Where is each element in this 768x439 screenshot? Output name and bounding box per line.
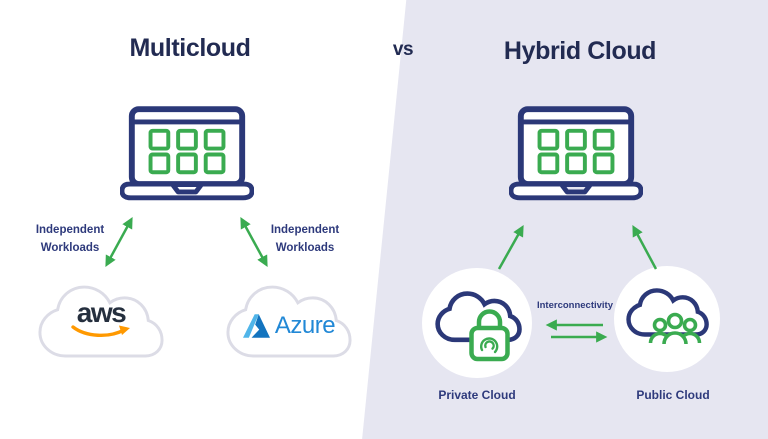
interconnectivity-label: Interconnectivity [536, 300, 614, 311]
vs-separator: vs [392, 39, 414, 60]
aws-logo-text: aws [76, 297, 127, 328]
multicloud-title: Multicloud [129, 34, 251, 62]
cloud-lock-fingerprint-icon [422, 268, 532, 362]
aws-cloud-icon: aws [36, 280, 166, 365]
private-cloud-label: Private Cloud [438, 388, 516, 402]
laptop-icon [509, 106, 643, 201]
azure-cloud-icon: Azure [224, 280, 354, 365]
independent-workloads-label: Independent Workloads [270, 224, 340, 254]
private-cloud-circle [422, 268, 532, 378]
independent-workloads-label: Independent Workloads [35, 224, 105, 254]
azure-logo: Azure [224, 312, 354, 340]
lock-icon [469, 309, 510, 362]
public-cloud-circle [614, 266, 720, 372]
cloud-people-icon [614, 266, 720, 345]
aws-logo: aws [36, 299, 166, 340]
people-icon [648, 312, 702, 345]
hybrid-cloud-title: Hybrid Cloud [503, 37, 657, 65]
public-cloud-label: Public Cloud [636, 388, 710, 402]
laptop-icon [120, 106, 254, 201]
azure-logo-text: Azure [274, 312, 336, 339]
aws-smile-arrow-icon [71, 325, 130, 337]
azure-mark-icon [242, 314, 270, 338]
